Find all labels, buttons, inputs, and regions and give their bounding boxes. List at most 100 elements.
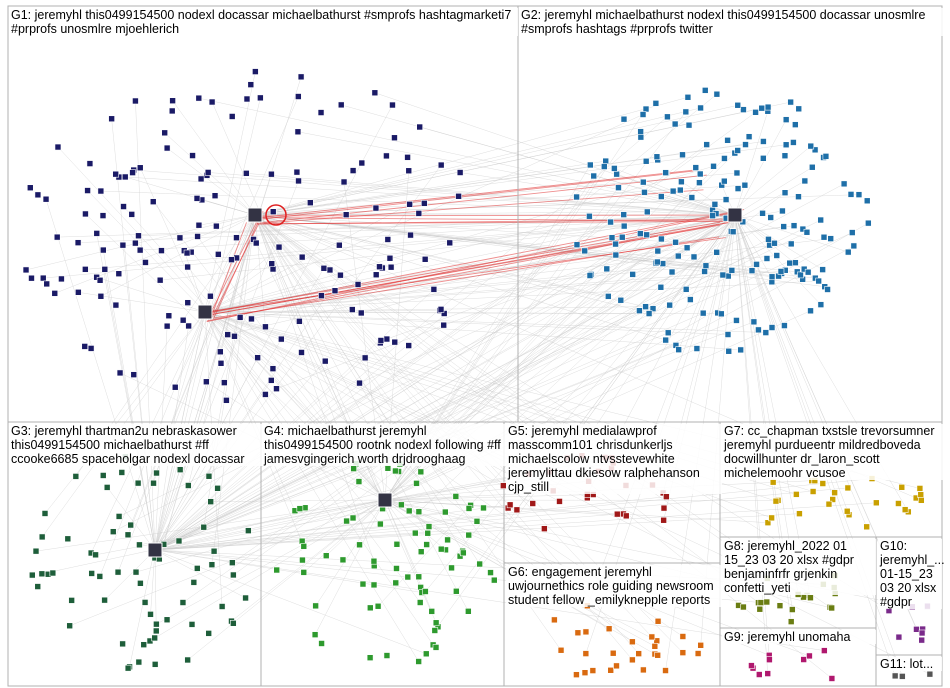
graph-node (734, 147, 741, 154)
graph-node (824, 286, 831, 293)
graph-node (820, 581, 827, 588)
graph-node (358, 159, 366, 167)
graph-node (764, 103, 772, 111)
graph-node (297, 73, 305, 81)
graph-node (609, 649, 617, 657)
graph-node (529, 500, 537, 507)
graph-node (185, 322, 192, 330)
graph-node (724, 137, 731, 144)
graph-node (637, 230, 644, 237)
graph-node (298, 253, 306, 261)
graph-node (326, 266, 334, 274)
graph-node (629, 271, 636, 278)
graph-node (660, 516, 667, 524)
graph-node (120, 203, 127, 210)
graph-node (480, 504, 487, 512)
graph-node (765, 236, 772, 243)
graph-node (254, 354, 261, 361)
graph-node (103, 484, 111, 491)
edge-layer (25, 71, 930, 679)
graph-node (413, 480, 420, 487)
graph-node (573, 241, 581, 249)
graph-node (405, 167, 413, 175)
graph-node (221, 379, 228, 386)
graph-node (116, 369, 124, 377)
graph-node (460, 549, 467, 557)
graph-node (349, 167, 357, 174)
graph-node (442, 508, 449, 516)
graph-node (500, 482, 507, 489)
graph-node (697, 104, 704, 112)
graph-node (792, 121, 799, 128)
graph-node (600, 163, 608, 170)
graph-node (134, 479, 142, 487)
graph-node (755, 326, 762, 334)
graph-node (742, 141, 749, 148)
graph-node (608, 234, 616, 241)
graph-node (311, 631, 319, 638)
graph-node (637, 128, 644, 135)
graph-node (194, 233, 201, 240)
graph-node (437, 161, 445, 169)
graph-node (748, 267, 756, 274)
group-boxes (7, 5, 943, 687)
graph-node (210, 547, 218, 555)
graph-node (229, 559, 236, 566)
graph-node (780, 223, 787, 230)
graph-node (582, 628, 590, 636)
graph-node (128, 211, 136, 218)
graph-node (654, 258, 661, 266)
graph-node (589, 491, 597, 498)
graph-node (711, 201, 719, 208)
graph-node (331, 287, 339, 295)
graph-node (245, 527, 252, 534)
graph-node (393, 540, 401, 548)
graph-node (703, 141, 710, 148)
graph-node (766, 656, 773, 663)
graph-node (786, 259, 794, 267)
graph-node (349, 306, 356, 313)
graph-node (573, 193, 580, 201)
graph-node (165, 312, 173, 320)
graph-node (112, 301, 120, 309)
graph-node (909, 603, 916, 611)
graph-node (651, 643, 659, 650)
graph-node (417, 468, 425, 476)
graph-node (81, 343, 89, 350)
graph-node (465, 531, 473, 539)
graph-node (135, 232, 142, 240)
graph-node (807, 142, 815, 150)
graph-node (804, 268, 812, 276)
graph-node (163, 322, 171, 330)
graph-node (392, 467, 399, 475)
graph-node (300, 569, 308, 576)
graph-node (760, 138, 767, 145)
graph-node (141, 599, 149, 606)
graph-node (193, 195, 201, 202)
graph-node (645, 310, 653, 317)
graph-node (93, 230, 101, 237)
graph-node (205, 472, 213, 480)
graph-node (654, 617, 662, 625)
graph-node (771, 239, 778, 247)
graph-node (639, 111, 647, 118)
graph-node (620, 222, 628, 230)
hub-node (247, 207, 263, 223)
graph-node (601, 454, 609, 461)
graph-node (609, 459, 617, 467)
graph-node (350, 465, 357, 472)
graph-node (396, 460, 404, 468)
graph-node (307, 199, 314, 207)
graph-node (122, 453, 129, 461)
graph-node (374, 602, 382, 610)
graph-node (188, 621, 196, 628)
graph-node (66, 622, 73, 630)
graph-node (124, 664, 132, 672)
graph-node (296, 505, 304, 512)
graph-node (607, 666, 615, 674)
graph-node (490, 576, 498, 584)
graph-node (641, 189, 648, 196)
graph-node (789, 606, 796, 613)
group-box (875, 654, 943, 687)
graph-node (132, 239, 139, 247)
